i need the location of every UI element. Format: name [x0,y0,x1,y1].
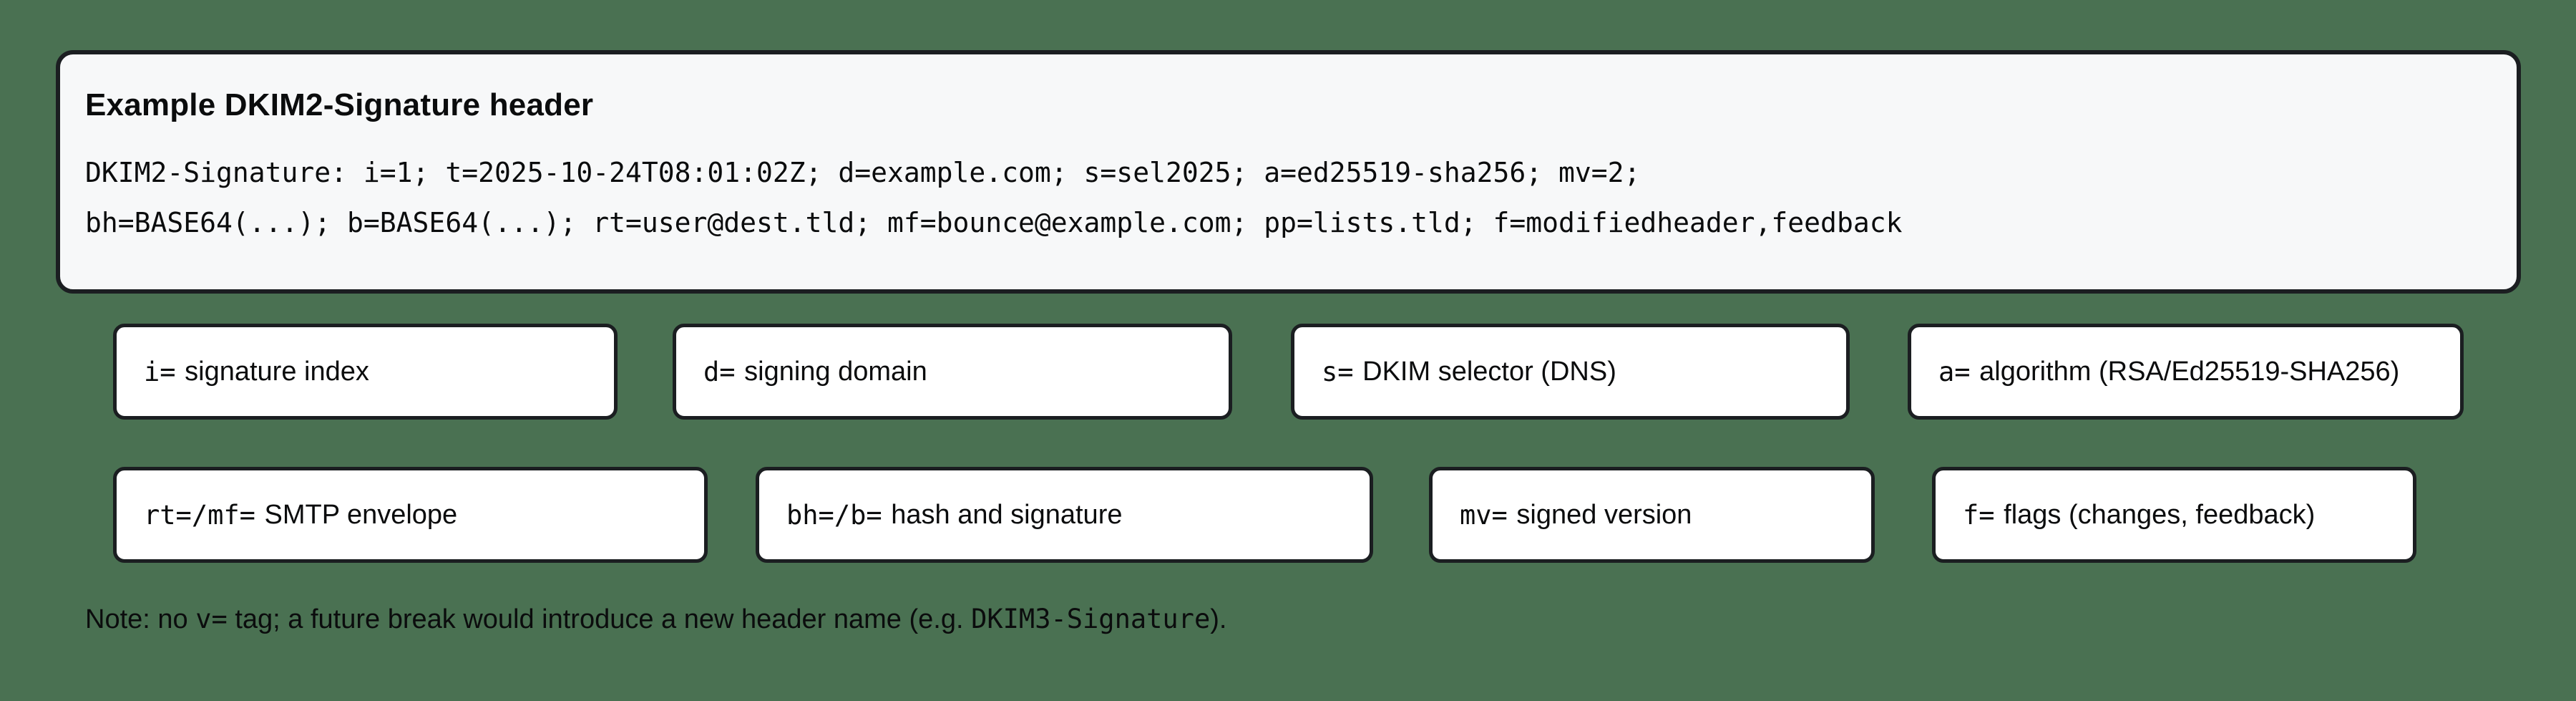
note-text: ). [1210,604,1227,634]
note-code-token: DKIM3-Signature [971,604,1211,634]
tag-box-f-label: flags (changes, feedback) [2004,499,2316,530]
tag-box-s-label: DKIM selector (DNS) [1362,356,1616,387]
tag-box-a-tag: a= [1938,356,1971,387]
tag-box-mv-label: signed version [1516,499,1692,530]
code-line-2: bh=BASE64(...); b=BASE64(...); rt=user@d… [85,207,1903,238]
tag-box-bh-b-tag: bh=/b= [786,499,882,531]
tag-box-d-tag: d= [703,356,736,387]
note-text: tag; a future break would introduce a ne… [227,604,972,634]
tag-box-rt-mf: rt=/mf= SMTP envelope [113,467,708,563]
tag-box-f-tag: f= [1963,499,1995,531]
code-line-1: DKIM2-Signature: i=1; t=2025-10-24T08:01… [85,157,1641,188]
tag-box-a-label: algorithm (RSA/Ed25519-SHA256) [1979,356,2400,387]
note-text: Note: no [85,604,196,634]
tag-box-mv: mv= signed version [1429,467,1875,563]
tag-box-a: a= algorithm (RSA/Ed25519-SHA256) [1908,324,2464,420]
tag-box-mv-tag: mv= [1460,499,1508,531]
example-header-card: Example DKIM2-Signature header DKIM2-Sig… [56,50,2521,294]
dkim2-signature-code: DKIM2-Signature: i=1; t=2025-10-24T08:01… [85,148,2488,248]
tag-box-bh-b: bh=/b= hash and signature [756,467,1373,563]
tag-box-rt-mf-label: SMTP envelope [264,499,458,530]
card-title: Example DKIM2-Signature header [85,87,594,122]
tag-box-i-tag: i= [144,356,176,387]
tag-box-rt-mf-tag: rt=/mf= [144,499,255,531]
tag-box-bh-b-label: hash and signature [891,499,1123,530]
tag-box-f: f= flags (changes, feedback) [1932,467,2416,563]
tag-box-i-label: signature index [185,356,369,387]
note-code-token: v= [195,604,228,634]
tag-box-i: i= signature index [113,324,618,420]
tag-box-d: d= signing domain [673,324,1232,420]
tag-box-d-label: signing domain [744,356,927,387]
footnote: Note: no v= tag; a future break would in… [85,604,1226,635]
tag-box-s-tag: s= [1322,356,1354,387]
tag-box-s: s= DKIM selector (DNS) [1291,324,1850,420]
